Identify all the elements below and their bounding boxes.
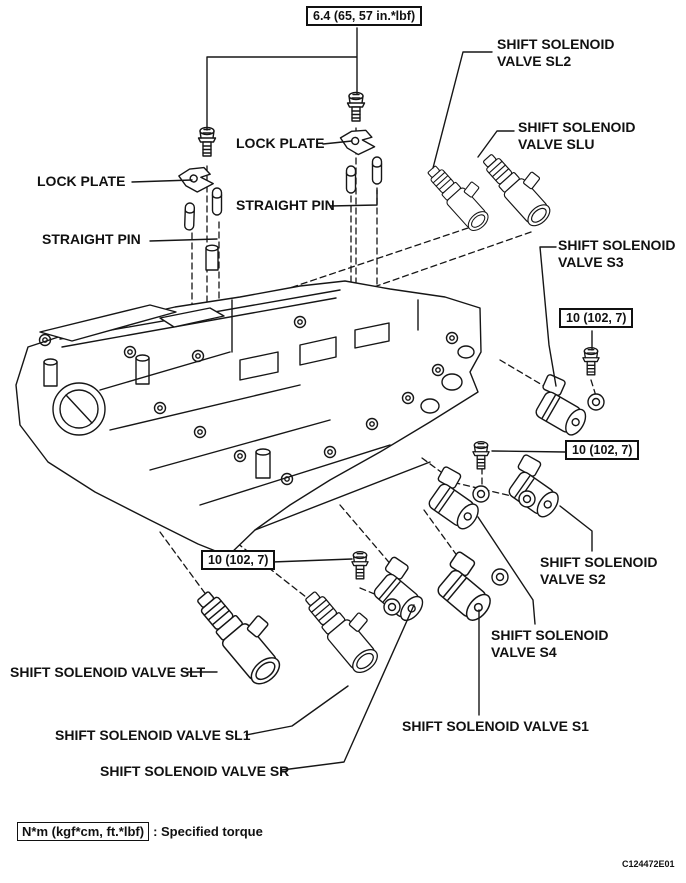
- label-shift-solenoid-valve-sr: SHIFT SOLENOID VALVE SR: [100, 763, 290, 779]
- torque-legend: N*m (kgf*cm, ft.*lbf) : Specified torque: [17, 822, 263, 841]
- label-straight-pin-mid: STRAIGHT PIN: [236, 197, 335, 213]
- torque-spec-s3: 10 (102, 7): [559, 308, 634, 328]
- shift-solenoid-valve-s1-part: [428, 548, 509, 626]
- shift-solenoid-valve-slu-part: [477, 140, 564, 231]
- label-shift-solenoid-valve-s4: SHIFT SOLENOID VALVE S4: [491, 627, 609, 660]
- label-straight-pin-left: STRAIGHT PIN: [42, 231, 141, 247]
- label-shift-solenoid-valve-slu: SHIFT SOLENOID VALVE SLU: [518, 119, 636, 152]
- label-shift-solenoid-valve-s3: SHIFT SOLENOID VALVE S3: [558, 237, 676, 270]
- label-lock-plate-mid: LOCK PLATE: [236, 135, 325, 151]
- label-lock-plate-left: LOCK PLATE: [37, 173, 126, 189]
- label-shift-solenoid-valve-sl2: SHIFT SOLENOID VALVE SL2: [497, 36, 615, 69]
- torque-legend-desc: : Specified torque: [153, 824, 263, 839]
- leader-lines: [131, 27, 593, 771]
- label-shift-solenoid-valve-s2: SHIFT SOLENOID VALVE S2: [540, 554, 658, 587]
- label-shift-solenoid-valve-slt: SHIFT SOLENOID VALVE SLT: [10, 664, 206, 680]
- shift-solenoid-valve-s2-part: [500, 451, 573, 522]
- label-shift-solenoid-valve-sl1: SHIFT SOLENOID VALVE SL1: [55, 727, 251, 743]
- torque-legend-box: N*m (kgf*cm, ft.*lbf): [17, 822, 150, 841]
- shift-solenoid-valve-sr-part: [365, 553, 438, 626]
- shift-solenoid-valve-s3-part: [526, 371, 605, 439]
- torque-spec-s2: 10 (102, 7): [565, 440, 640, 460]
- torque-spec-sr: 10 (102, 7): [201, 550, 276, 570]
- valve-body-illustration: [15, 244, 482, 557]
- torque-spec-top: 6.4 (65, 57 in.*lbf): [306, 6, 423, 26]
- figure-code: C124472E01: [622, 859, 675, 869]
- straight-pin-part: [183, 156, 383, 231]
- label-shift-solenoid-valve-s1: SHIFT SOLENOID VALVE S1: [402, 718, 589, 734]
